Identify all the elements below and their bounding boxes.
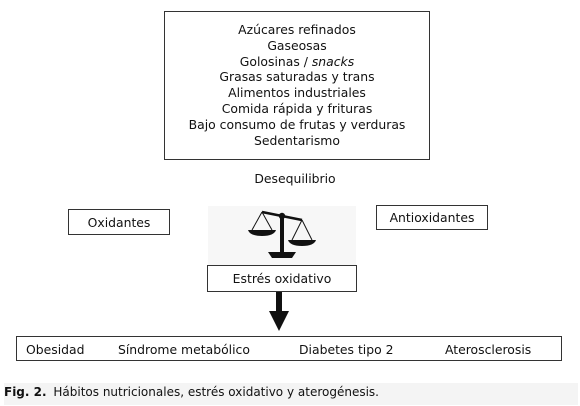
imbalance-label: Desequilibrio <box>254 171 336 186</box>
risk-factors-box: Azúcares refinados Gaseosas Golosinas / … <box>164 11 430 160</box>
risk-factor-item: Alimentos industriales <box>228 85 366 101</box>
risk-factor-item: Gaseosas <box>267 37 327 53</box>
balance-scale-icon <box>208 206 356 266</box>
oxidative-stress-label: Estrés oxidativo <box>232 271 332 286</box>
risk-factor-item: Golosinas / snacks <box>165 54 429 70</box>
antioxidants-box: Antioxidantes <box>376 205 488 230</box>
risk-factor-item: Bajo consumo de frutas y verduras <box>188 116 406 132</box>
risk-factor-item: Grasas saturadas y trans <box>219 69 375 85</box>
oxidants-box: Oxidantes <box>68 209 170 235</box>
down-arrow-icon <box>269 292 289 331</box>
figure-caption: Fig. 2. Hábitos nutricionales, estrés ox… <box>4 383 578 405</box>
risk-factor-item: Sedentarismo <box>254 132 340 148</box>
risk-factor-item: Azúcares refinados <box>238 22 356 37</box>
antioxidants-label: Antioxidantes <box>389 210 475 225</box>
risk-factor-text: Golosinas / <box>239 53 312 69</box>
outcomes-box: Obesidad Síndrome metabólico Diabetes ti… <box>16 336 562 361</box>
outcome-metabolic-syndrome: Síndrome metabólico <box>118 342 250 357</box>
oxidants-label: Oxidantes <box>87 214 151 230</box>
risk-factor-italic-text: snacks <box>311 53 355 69</box>
outcome-type-2-diabetes: Diabetes tipo 2 <box>299 342 394 357</box>
oxidative-stress-box: Estrés oxidativo <box>207 265 357 292</box>
outcome-obesity: Obesidad <box>26 342 85 357</box>
figure-label: Fig. 2. <box>4 385 47 399</box>
outcome-atherosclerosis: Aterosclerosis <box>445 342 532 357</box>
risk-factors-list: Azúcares refinados Gaseosas Golosinas / … <box>165 22 429 148</box>
risk-factor-item: Comida rápida y frituras <box>221 100 373 116</box>
figure-caption-text: Hábitos nutricionales, estrés oxidativo … <box>53 385 379 399</box>
